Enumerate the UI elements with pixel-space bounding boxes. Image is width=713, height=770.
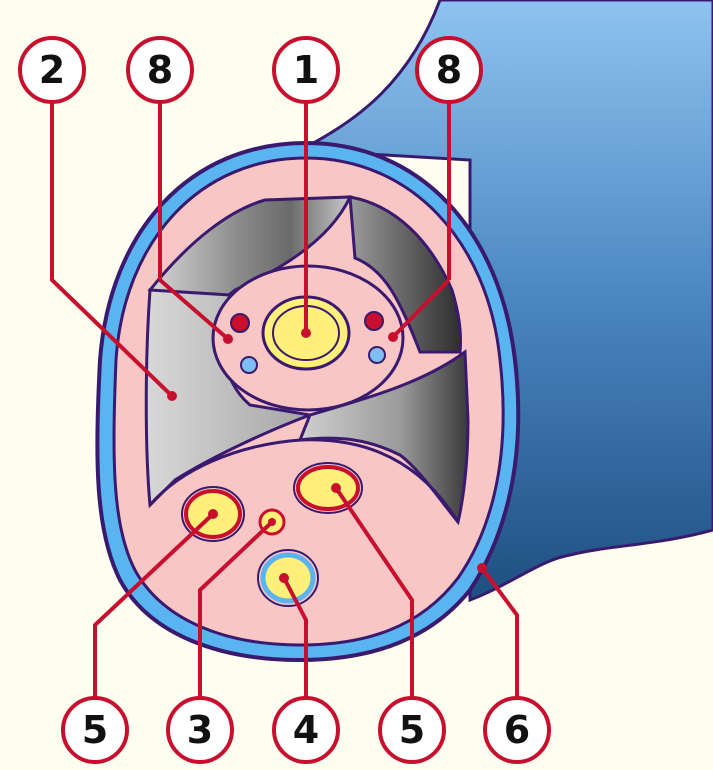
leader-4: [282, 577, 308, 710]
callout-2-text: 2: [39, 48, 65, 92]
callout-6: 6: [483, 696, 551, 764]
target-dot-8-right: [388, 332, 398, 342]
bone-region-lower-right: [297, 349, 470, 526]
callout-8-left: 8: [126, 36, 194, 104]
artery-right: [364, 311, 384, 331]
callout-5-left: 5: [61, 696, 129, 764]
limb-body: [294, 0, 713, 603]
leader-5-right: [334, 486, 414, 710]
callout-5-right-text: 5: [399, 708, 425, 752]
callout-4-text: 4: [293, 708, 319, 752]
target-dot-8-left: [223, 334, 233, 344]
structure-5-right-ring: [293, 462, 363, 514]
bone-region-upper-right: [348, 195, 462, 354]
target-dot-5-left: [208, 509, 218, 519]
callout-5-right: 5: [378, 696, 446, 764]
leader-5-left: [93, 512, 215, 710]
target-dot-3: [268, 518, 276, 526]
lower-compartment-outline: [148, 438, 460, 523]
artery-left: [230, 313, 250, 333]
target-dot-1: [301, 328, 311, 338]
structure-4-ring: [257, 549, 319, 607]
callout-5-left-text: 5: [82, 708, 108, 752]
leader-8-left-b: [158, 278, 230, 341]
callout-4: 4: [272, 696, 340, 764]
callout-6-text: 6: [504, 708, 530, 752]
callout-8-left-text: 8: [147, 48, 173, 92]
vein-left: [240, 356, 258, 374]
structure-5-left-ring: [181, 486, 245, 542]
leader-2: [50, 100, 174, 398]
callout-1: 1: [272, 36, 340, 104]
leader-6: [480, 566, 519, 710]
callout-8-right-text: 8: [436, 48, 462, 92]
structure-5-right: [296, 465, 360, 511]
callout-8-right: 8: [415, 36, 483, 104]
leader-3: [198, 520, 274, 710]
callout-3-text: 3: [187, 708, 213, 752]
vein-right: [368, 346, 386, 364]
callout-3: 3: [166, 696, 234, 764]
target-dot-5-right: [331, 483, 341, 493]
target-dot-2: [167, 391, 177, 401]
leader-8-right-b: [391, 278, 451, 339]
callout-1-text: 1: [293, 48, 319, 92]
target-dot-4: [279, 573, 289, 583]
callout-2: 2: [18, 36, 86, 104]
target-dot-6: [477, 563, 487, 573]
